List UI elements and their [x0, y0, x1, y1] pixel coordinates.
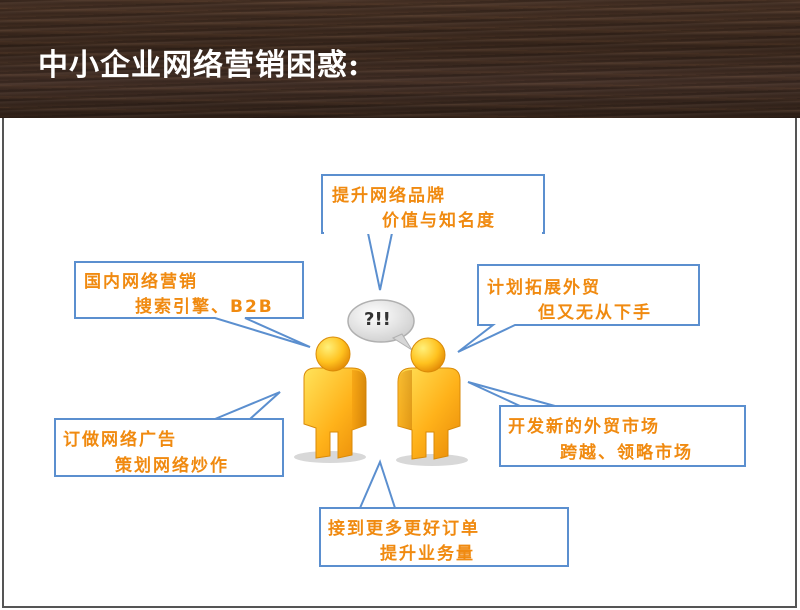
- callout-bottom-right-line2: 跨越、领略市场: [560, 443, 693, 463]
- callout-bottom-right: [467, 381, 746, 467]
- callout-top-left: [74, 261, 311, 348]
- person-right-figure: [396, 337, 468, 466]
- callout-bottom-right-line1: 开发新的外贸市场: [508, 417, 660, 437]
- callout-bottom: [319, 459, 569, 567]
- speech-bubble-text: ?!!: [364, 309, 391, 330]
- speech-bubble: [347, 299, 415, 351]
- person-left-figure: [294, 336, 367, 463]
- callout-bottom-left-line1: 订做网络广告: [63, 430, 177, 450]
- callout-top-right-line1: 计划拓展外贸: [487, 278, 601, 298]
- callout-bottom-line1: 接到更多更好订单: [328, 519, 480, 539]
- slide-title: 中小企业网络营销困惑:: [38, 48, 361, 83]
- callout-top-right: [457, 264, 700, 353]
- callout-bottom-left: [54, 391, 284, 477]
- callout-bottom-line2: 提升业务量: [380, 544, 475, 564]
- callout-top-right-line2: 但又无从下手: [538, 303, 652, 323]
- header-wood-banner: 中小企业网络营销困惑:: [0, 0, 800, 118]
- callout-top-line1: 提升网络品牌: [332, 186, 446, 206]
- callout-bottom-left-line2: 策划网络炒作: [115, 456, 229, 476]
- callout-top-line2: 价值与知名度: [382, 211, 496, 231]
- callout-top-left-line1: 国内网络营销: [84, 272, 198, 292]
- callout-top-left-line2: 搜索引擎、B2B: [135, 297, 274, 317]
